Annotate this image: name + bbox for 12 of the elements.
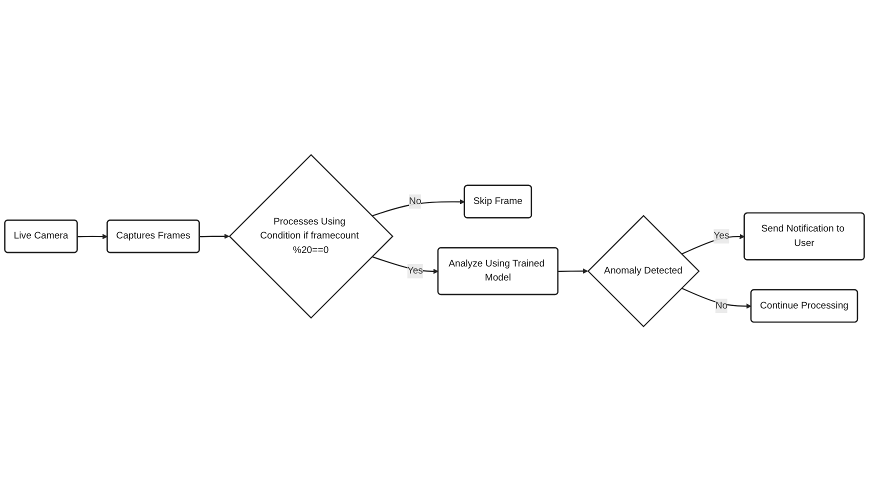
node-diamond: Processes Using Condition if framecount %20==0 — [228, 154, 394, 319]
node-diamond: Anomaly Detected — [587, 214, 700, 328]
edge-label: No — [715, 300, 728, 311]
edge-label: Yes — [714, 230, 730, 241]
arrow — [558, 268, 588, 274]
edge-label: Yes — [407, 266, 423, 276]
arrow — [681, 234, 745, 254]
arrow — [681, 287, 752, 309]
arrow — [77, 234, 108, 240]
edge-label: No — [409, 196, 422, 206]
arrow — [372, 199, 465, 216]
arrow — [200, 234, 230, 239]
